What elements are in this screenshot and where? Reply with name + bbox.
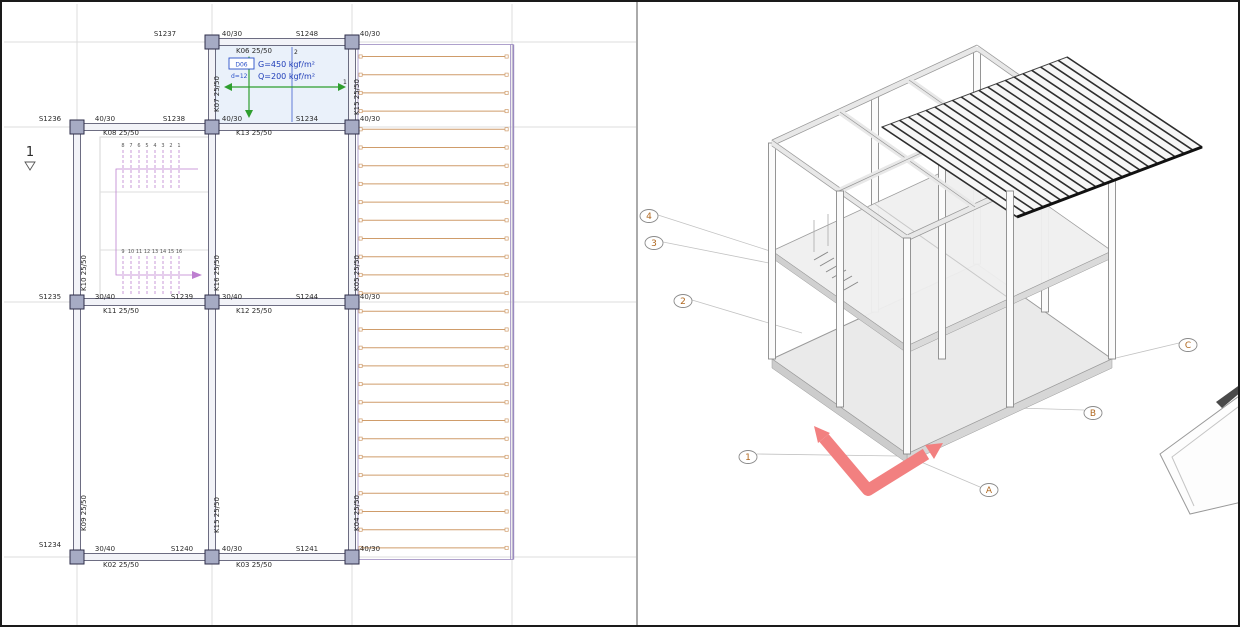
column-s1236 xyxy=(70,120,84,134)
dead-load-label: G=450 kgf/m² xyxy=(258,60,315,69)
column-s1234-mid xyxy=(345,120,359,134)
stair-walkline xyxy=(116,169,198,275)
beam-label-k10: K10 25/50 xyxy=(80,255,88,291)
beam-label-k07: K07 25/50 xyxy=(213,76,221,112)
column-s1237 xyxy=(205,35,219,49)
svg-text:7: 7 xyxy=(129,143,132,149)
svg-text:8: 8 xyxy=(121,143,124,149)
grid-axis-marker: 1 xyxy=(25,145,35,170)
column-label-s1236: S1236 xyxy=(39,115,62,123)
dim-label: 30/40 xyxy=(95,545,115,553)
dim-label: 40/30 xyxy=(222,30,242,38)
svg-text:9: 9 xyxy=(121,249,124,255)
svg-text:1: 1 xyxy=(177,143,180,149)
svg-text:12: 12 xyxy=(144,249,150,255)
stair-plan[interactable]: 8 7 6 5 4 3 2 1 9 10 11 12 13 14 15 16 xyxy=(100,137,210,299)
svg-text:11: 11 xyxy=(136,249,142,255)
column-label-s1244: S1244 xyxy=(296,293,319,301)
column-label-s1234-bottom: S1234 xyxy=(39,541,62,549)
dim-label: 40/30 xyxy=(360,30,380,38)
dim-label: 40/30 xyxy=(360,545,380,553)
column-s1248 xyxy=(345,35,359,49)
beam-k06 xyxy=(212,39,352,46)
column-s1244 xyxy=(345,295,359,309)
beam-k10-k09 xyxy=(74,127,81,557)
slab-thickness-label: d=12 xyxy=(231,73,248,80)
view3d-viewport[interactable]: 4 3 2 1 A B C xyxy=(640,45,1240,514)
axis-label-b: B xyxy=(1090,409,1096,419)
column-label-s1235: S1235 xyxy=(39,293,61,301)
stair-step-numbers-flight1: 8 7 6 5 4 3 2 1 xyxy=(121,143,180,149)
beam-label-k05: K05 25/50 xyxy=(353,255,361,291)
dim-label: 40/30 xyxy=(360,293,380,301)
svg-text:6: 6 xyxy=(137,143,140,149)
column-label-s1238: S1238 xyxy=(163,115,185,123)
dim-label: 40/30 xyxy=(360,115,380,123)
column-label-s1248: S1248 xyxy=(296,30,318,38)
column-3d xyxy=(904,238,911,454)
beam-label-k03: K03 25/50 xyxy=(236,561,272,569)
column-label-s1237: S1237 xyxy=(154,30,176,38)
dim-label: 40/30 xyxy=(95,115,115,123)
dim-label: 40/30 xyxy=(222,115,242,123)
grid-axis-triangle-icon xyxy=(25,162,35,170)
plan-viewport[interactable]: D06 d=12 G=450 kgf/m² Q=200 kgf/m² 2 1 8… xyxy=(4,4,636,627)
beam-label-k13: K13 25/50 xyxy=(236,129,272,137)
column-s1235 xyxy=(70,295,84,309)
beam-label-k15-top: K15 25/50 xyxy=(353,79,361,115)
corner-plate[interactable] xyxy=(1160,384,1240,514)
beam-label-k08: K08 25/50 xyxy=(103,129,139,137)
column-label-s1239: S1239 xyxy=(171,293,193,301)
svg-text:13: 13 xyxy=(152,249,158,255)
svg-text:15: 15 xyxy=(168,249,174,255)
axis-label-3: 3 xyxy=(651,239,657,249)
column-3d xyxy=(837,191,844,407)
beam-label-k16: K16 25/50 xyxy=(213,255,221,291)
section-mark-2: 2 xyxy=(294,49,298,56)
dim-label: 40/30 xyxy=(222,545,242,553)
column-s1239 xyxy=(205,295,219,309)
column-label-s1241: S1241 xyxy=(296,545,318,553)
stair-walkline-arrow xyxy=(192,271,202,279)
beam-label-k11: K11 25/50 xyxy=(103,307,139,315)
slab-tag-label: D06 xyxy=(235,62,247,69)
axis-label-2: 2 xyxy=(680,297,686,307)
svg-text:14: 14 xyxy=(160,249,166,255)
axis-label-a: A xyxy=(986,486,993,496)
svg-text:4: 4 xyxy=(153,143,156,149)
dim-label: 30/40 xyxy=(222,293,242,301)
column-3d xyxy=(1007,191,1014,407)
column-s1240 xyxy=(205,550,219,564)
column-s1238 xyxy=(205,120,219,134)
svg-text:5: 5 xyxy=(145,143,148,149)
stair-step-numbers-flight2: 9 10 11 12 13 14 15 16 xyxy=(121,249,182,255)
column-label-s1240: S1240 xyxy=(171,545,193,553)
column-s1234-bottom xyxy=(70,550,84,564)
column-label-s1234-mid: S1234 xyxy=(296,115,319,123)
beam-label-k09: K09 25/50 xyxy=(80,495,88,531)
beam-label-k12: K12 25/50 xyxy=(236,307,272,315)
svg-text:2: 2 xyxy=(169,143,172,149)
column-3d xyxy=(939,143,946,359)
svg-text:3: 3 xyxy=(161,143,164,149)
beam-label-k06: K06 25/50 xyxy=(236,47,272,55)
stair-tread-lines xyxy=(123,150,179,294)
section-mark-1: 1 xyxy=(343,79,347,86)
slab-load-annotation[interactable]: D06 d=12 G=450 kgf/m² Q=200 kgf/m² 2 1 xyxy=(216,46,349,124)
svg-text:10: 10 xyxy=(128,249,134,255)
beam-label-k04: K04 25/50 xyxy=(353,495,361,531)
column-s1241 xyxy=(345,550,359,564)
svg-text:16: 16 xyxy=(176,249,182,255)
dim-label: 30/40 xyxy=(95,293,115,301)
beam-label-k15-bottom: K15 25/50 xyxy=(213,497,221,533)
column-3d xyxy=(769,143,776,359)
live-load-label: Q=200 kgf/m² xyxy=(258,72,315,81)
beam-label-k02: K02 25/50 xyxy=(103,561,139,569)
axis-label-c: C xyxy=(1185,341,1191,351)
axis-label-4: 4 xyxy=(646,212,652,222)
grid-axis-number: 1 xyxy=(26,145,34,160)
axis-label-1: 1 xyxy=(745,453,751,463)
